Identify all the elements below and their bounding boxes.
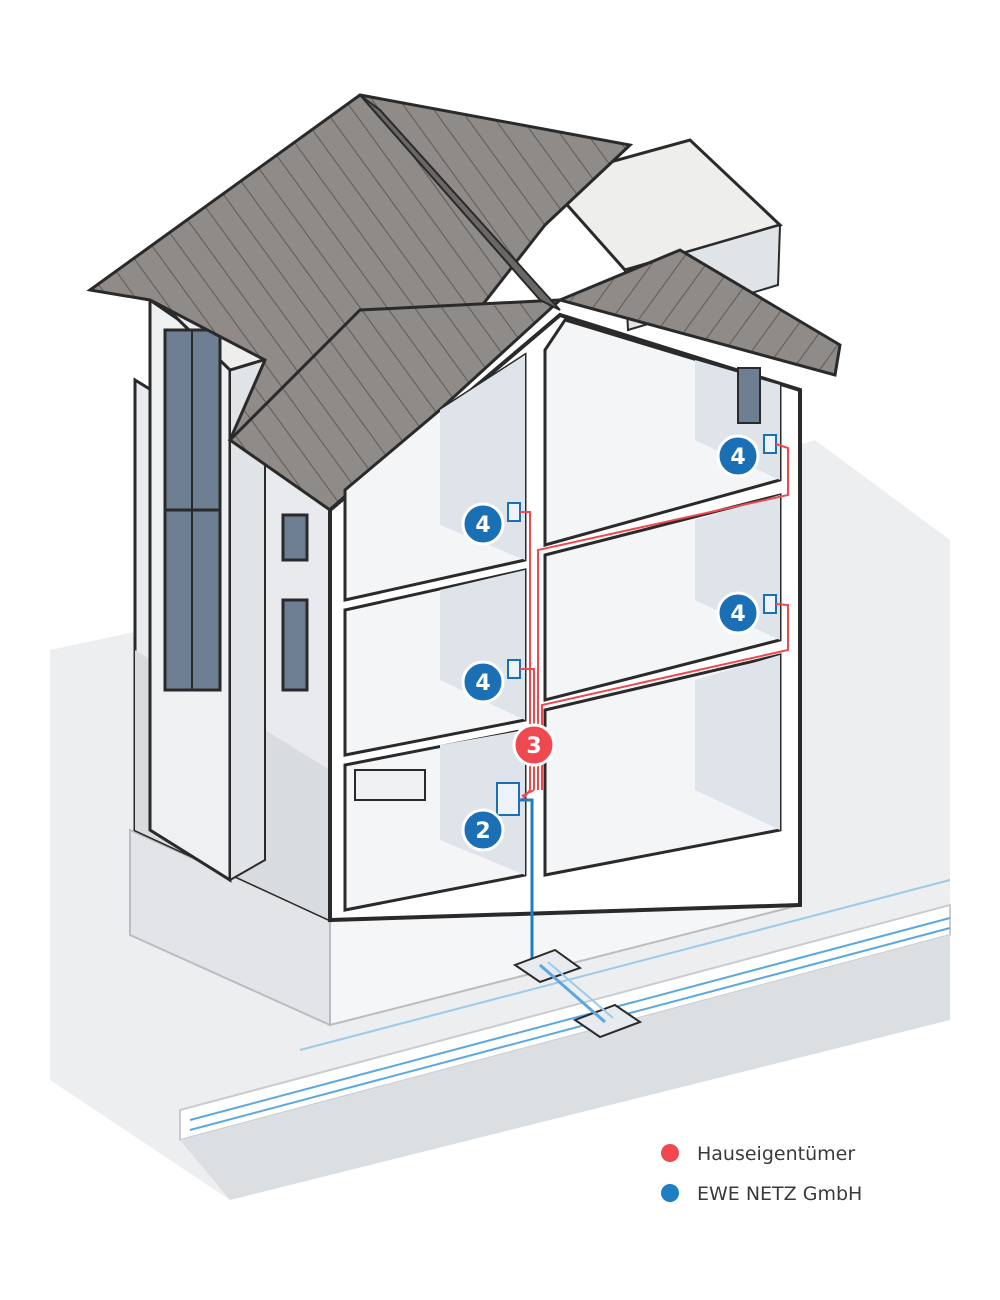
service-lateral-2 — [547, 961, 614, 1019]
svg-text:2: 2 — [475, 819, 490, 844]
legend: Hauseigentümer EWE NETZ GmbH — [661, 1143, 862, 1205]
service-lateral — [539, 963, 606, 1024]
meter-middle-right — [763, 594, 777, 614]
street-main-cable-3 — [299, 879, 951, 1051]
svg-text:4: 4 — [475, 671, 490, 696]
badge-4-attic-right: 4 — [716, 434, 760, 478]
svg-text:4: 4 — [730, 445, 745, 470]
radiator — [354, 769, 426, 801]
house-connection-box — [496, 782, 520, 816]
legend-label-network: EWE NETZ GmbH — [697, 1183, 862, 1205]
meter-middle-left — [507, 659, 521, 679]
legend-swatch-network — [661, 1184, 679, 1202]
side-window-2 — [281, 598, 309, 692]
street-main-cable-1 — [189, 917, 951, 1121]
room-middle-right-back — [695, 495, 780, 640]
street-road — [180, 935, 950, 1200]
badge-4-middle-left: 4 — [461, 660, 505, 704]
street-main-cable-2 — [189, 927, 951, 1131]
meter-attic-left — [507, 502, 521, 522]
svg-text:3: 3 — [526, 734, 541, 759]
roof-ridge — [359, 94, 561, 311]
svg-text:4: 4 — [475, 513, 490, 538]
network-wiring — [519, 798, 534, 960]
badge-3-distribution: 3 — [512, 723, 556, 767]
svg-text:4: 4 — [730, 602, 745, 627]
legend-swatch-owner — [661, 1144, 679, 1162]
meter-attic-right — [763, 434, 777, 454]
room-ground-right-back — [695, 655, 780, 830]
badge-4-middle-right: 4 — [716, 591, 760, 635]
badge-2-connection: 2 — [461, 808, 505, 852]
badge-4-attic-left: 4 — [461, 502, 505, 546]
room-ground-left-back — [440, 730, 525, 875]
room-attic-left-back — [440, 355, 525, 560]
attic-window — [737, 367, 761, 424]
service-pit-2 — [572, 1003, 643, 1039]
side-window-1 — [281, 513, 309, 562]
service-pit-1 — [512, 948, 583, 984]
roof-front-right — [555, 248, 842, 377]
legend-label-owner: Hauseigentümer — [697, 1143, 855, 1165]
